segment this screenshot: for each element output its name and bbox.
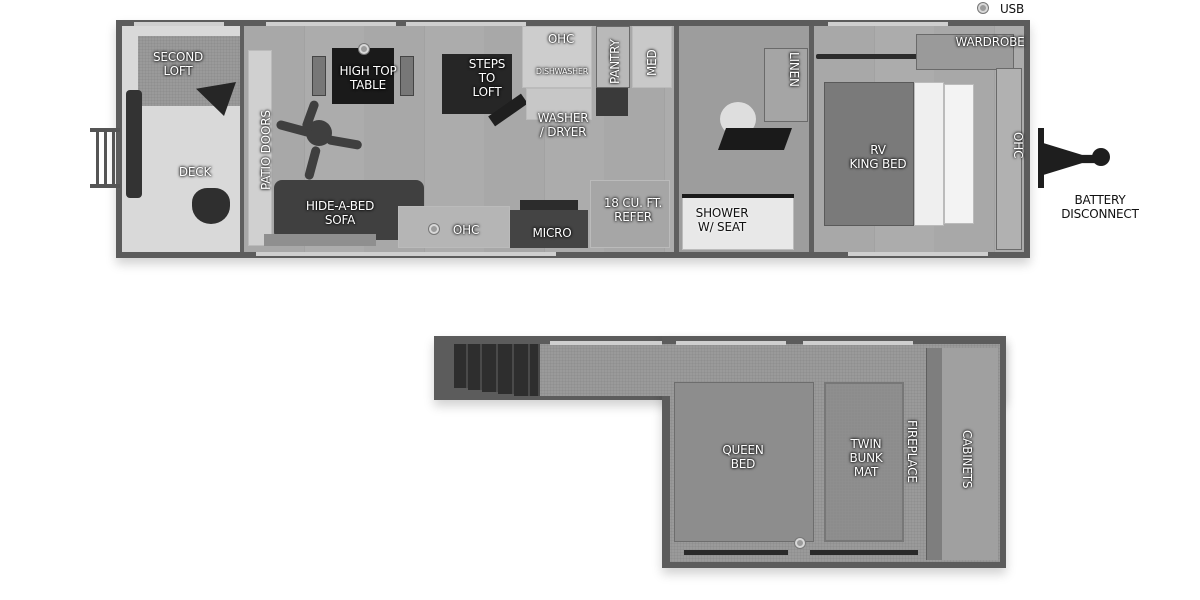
usb-port-dot [795, 538, 805, 548]
usb-port-dot [978, 3, 988, 13]
trailer-hitch [1034, 128, 1110, 188]
deck-chair-bottom [192, 188, 230, 224]
wardrobe [916, 34, 1014, 70]
washer-dryer-unit [526, 88, 592, 120]
label-ohc-kitchen-lower: OHC [452, 223, 480, 237]
window [828, 22, 948, 26]
loft-cabinets [942, 348, 998, 560]
main-floor-plan [116, 20, 1030, 258]
loft-shelf [810, 550, 918, 555]
window [266, 22, 396, 26]
patio-doors[interactable] [248, 50, 272, 246]
label-micro: MICRO [532, 226, 572, 240]
bar-stool-right [400, 56, 414, 96]
loft-shelf [684, 550, 788, 555]
label-deck: DECK [178, 165, 212, 179]
usb-port-dot [359, 44, 369, 54]
fireplace [926, 348, 942, 560]
patio-wall [240, 26, 244, 252]
loft-stair [468, 344, 482, 390]
label-twin-bunk-mat: TWIN BUNK MAT [849, 437, 883, 479]
dishwasher-cabinet [522, 26, 592, 88]
steps-to-loft[interactable] [442, 54, 512, 114]
label-wardrobe: WARDROBE [955, 35, 1025, 49]
label-steps-to-loft: STEPS TO LOFT [468, 57, 506, 99]
window [406, 252, 556, 256]
label-fireplace: FIREPLACE [905, 419, 919, 483]
bathroom-wall [674, 26, 679, 252]
wardrobe-door[interactable] [944, 84, 974, 224]
label-rv-king-bed: RV KING BED [849, 143, 907, 171]
linen-cabinet [764, 48, 808, 122]
shower-door [682, 194, 794, 198]
microwave-range [510, 210, 588, 248]
bedroom-shelf [816, 54, 926, 59]
label-queen-bed: QUEEN BED [722, 443, 764, 471]
label-second-loft: SECOND LOFT [152, 50, 204, 78]
kitchen-counter [398, 206, 510, 248]
pantry-base [596, 88, 628, 116]
bedroom-ohc [996, 68, 1022, 250]
loft-stair [530, 344, 540, 396]
pantry-cabinet [596, 26, 630, 88]
label-dishwasher: DISHWASHER [535, 67, 589, 76]
rv-king-bed [824, 82, 914, 226]
window [550, 341, 662, 345]
label-med: MED [645, 49, 659, 77]
queen-bed [674, 382, 814, 542]
bathroom-vanity [717, 128, 793, 150]
window [848, 252, 988, 256]
bedroom-wall [809, 26, 814, 252]
window [256, 252, 406, 256]
loft-stair [454, 344, 468, 388]
loft-stair [482, 344, 498, 392]
label-battery-disconnect: BATTERY DISCONNECT [1061, 193, 1139, 221]
loft-stair [498, 344, 514, 394]
label-ohc-kitchen-upper: OHC [547, 32, 575, 46]
window [406, 22, 526, 26]
label-hide-a-bed-sofa: HIDE-A-BED SOFA [305, 199, 375, 227]
usb-port-dot [429, 224, 439, 234]
med-cabinet [632, 26, 672, 88]
window [134, 22, 224, 26]
refrigerator [590, 180, 670, 248]
label-shower: SHOWER W/ SEAT [695, 206, 749, 234]
cooktop [520, 200, 578, 210]
bed-headboard [914, 82, 944, 226]
bar-stool-left [312, 56, 326, 96]
high-top-table [332, 48, 394, 104]
deck-stairs [90, 128, 120, 188]
window [803, 341, 913, 345]
label-pantry: PANTRY [608, 39, 622, 85]
sofa-footrest [264, 234, 376, 246]
label-high-top-table: HIGH TOP TABLE [339, 64, 397, 92]
deck-bench [126, 90, 142, 198]
label-linen: LINEN [787, 51, 801, 87]
label-ohc-bedroom: OHC [1011, 131, 1025, 159]
window [676, 341, 786, 345]
label-usb: USB [999, 2, 1025, 16]
twin-bunk-mat [824, 382, 904, 542]
label-refer: 18 CU. FT. REFER [603, 196, 663, 224]
loft-stair [514, 344, 530, 396]
label-washer-dryer: WASHER / DRYER [537, 111, 589, 139]
label-patio-doors: PATIO DOORS [259, 110, 273, 190]
label-cabinets: CABINETS [960, 429, 974, 489]
